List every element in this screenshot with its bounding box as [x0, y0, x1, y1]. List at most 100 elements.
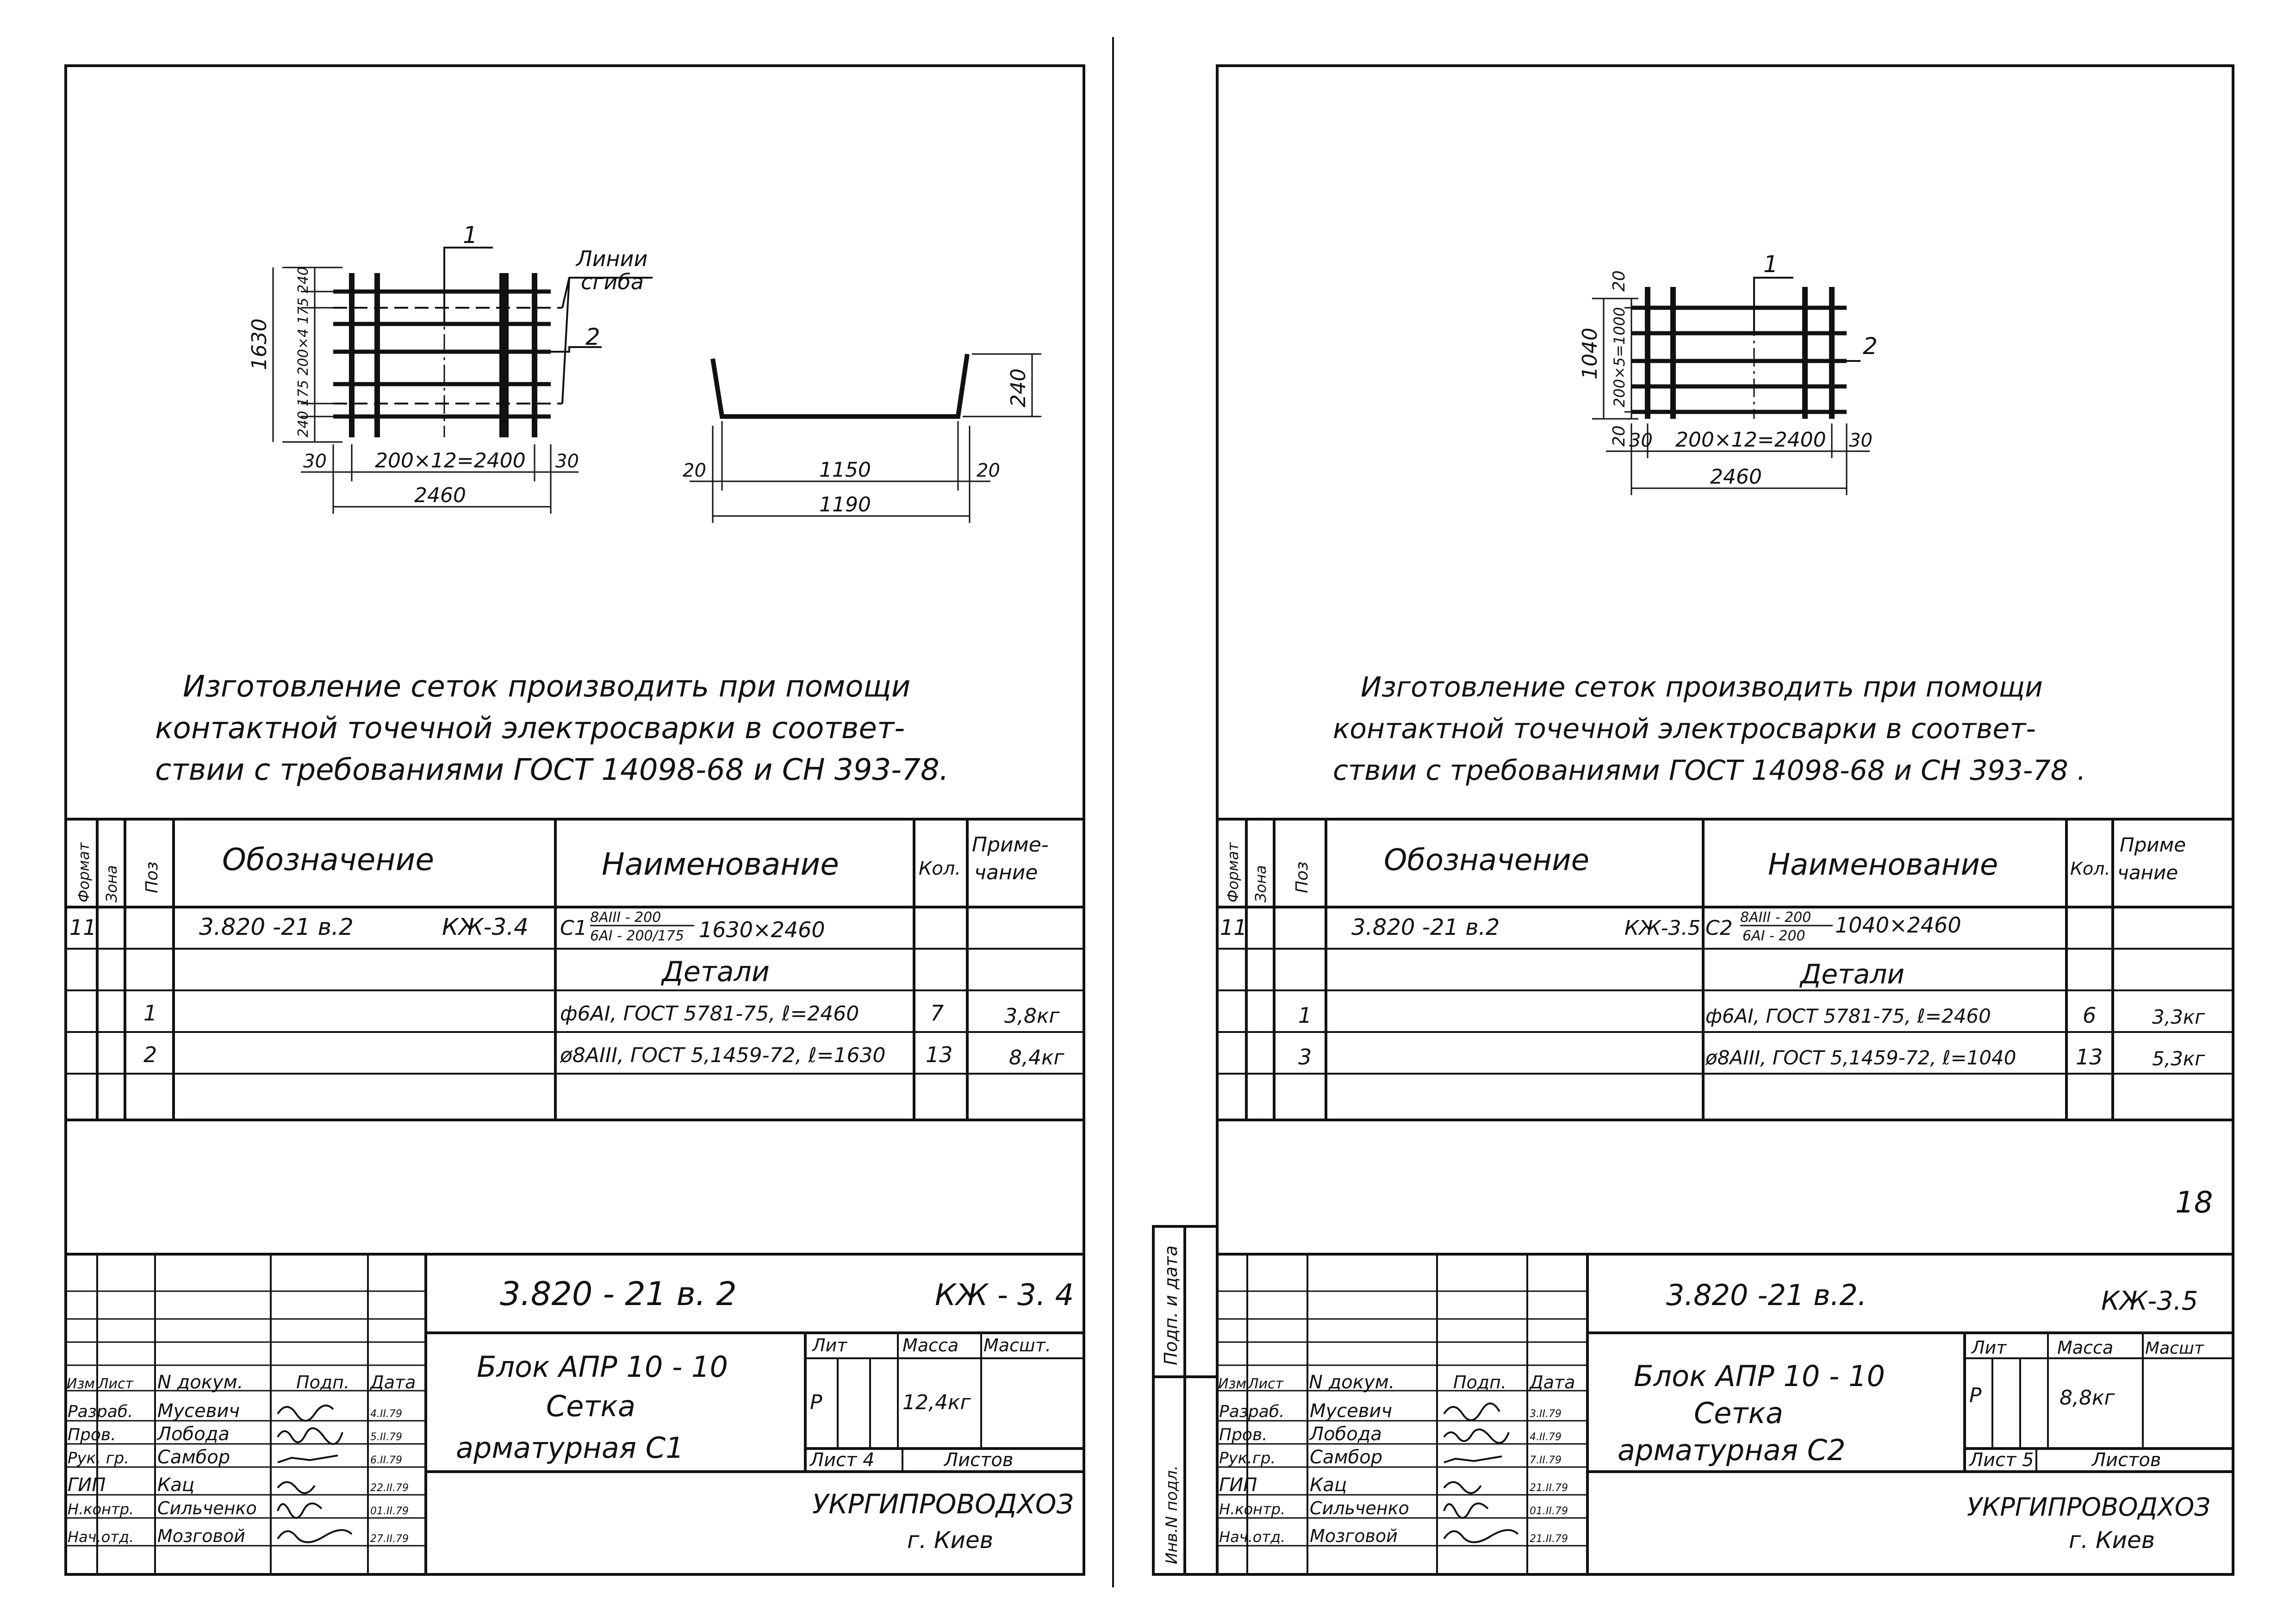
person-role: Н.контр. — [1219, 1500, 1285, 1518]
page-number: 18 — [2175, 1186, 2213, 1220]
asm-frac-bottom-right: 6АI - 200 — [1742, 928, 1805, 944]
title-line3-left: арматурная С1 — [456, 1431, 684, 1465]
title-block-left — [66, 1253, 1084, 1574]
doc-code-right: 3.820 -21 в.2. — [1666, 1278, 1867, 1312]
person-date: 21.II.79 — [1530, 1482, 1568, 1494]
dim-right-edge-right: 30 — [1849, 430, 1873, 451]
person-name: Мусевич — [157, 1400, 240, 1422]
sheet-code-left: КЖ - 3. 4 — [935, 1278, 1074, 1312]
person-name: Кац — [1310, 1474, 1347, 1496]
side-right-dim: 20 — [977, 460, 1000, 481]
title-block-right — [1217, 1253, 2233, 1574]
person-role: ГИП — [1219, 1474, 1257, 1496]
person-date: 6.II.79 — [370, 1455, 402, 1466]
person-name: Сильченко — [1310, 1498, 1409, 1518]
title-line1-right: Блок АПР 10 - 10 — [1634, 1359, 1885, 1393]
col-lit-left: Лит — [811, 1335, 848, 1356]
person-name: Кац — [157, 1474, 194, 1496]
person-name: Мозговой — [157, 1526, 245, 1546]
side-left-dim: 20 — [683, 460, 706, 481]
asm-mark-right: С2 — [1705, 916, 1733, 940]
dim-total-width-left: 2460 — [414, 484, 466, 507]
hdr-izm-right: Изм — [1218, 1376, 1246, 1392]
row2-qty-right: 13 — [2076, 1045, 2103, 1070]
org-name-right: УКРГИПРОВОДХОЗ — [1967, 1492, 2210, 1522]
sheet-left-svg: 1 Линии сгиба 2 1630 240 175 200×4 175 2… — [64, 64, 1085, 1576]
note-line-2-left: контактной точечной электросварки в соот… — [155, 711, 905, 746]
hdr-note2-right: чание — [2117, 861, 2178, 884]
dim-right-edge-left: 30 — [555, 451, 579, 472]
hdr-izm-left: Изм — [67, 1376, 95, 1392]
section-details-left: Детали — [660, 956, 770, 988]
people-left: Разраб. Мусевич 4.II.79 Пров. Лобода 5.I… — [68, 1400, 409, 1546]
mesh-side-view-left — [690, 353, 1041, 523]
mass-value-left: 12,4кг — [902, 1391, 971, 1414]
row2-pos-left: 2 — [143, 1042, 157, 1067]
asm-frac-top-right: 8АIII - 200 — [1740, 909, 1811, 926]
side-label-inventory: Инв.N подл. — [1163, 1465, 1181, 1564]
hdr-qty-left: Кол. — [919, 858, 961, 879]
col-mass-right: Масса — [2057, 1337, 2113, 1358]
dim-horizontal-chain-left: 200×12=2400 — [375, 449, 526, 473]
sheet-code-right: КЖ-3.5 — [2101, 1286, 2198, 1316]
dim-left-edge-left: 30 — [303, 451, 327, 472]
asm-designation-right: 3.820 -21 в.2 — [1351, 914, 1500, 940]
callout-1-left: 1 — [463, 222, 478, 249]
sheet-label-right: Лист 5 — [1968, 1449, 2034, 1471]
dim-top-right: 20 — [1610, 270, 1629, 292]
section-details-right: Детали — [1799, 958, 1904, 990]
hdr-pos-left: Поз — [143, 862, 162, 893]
row2-name-left: ø8АIII, ГОСТ 5,1459-72, ℓ=1630 — [560, 1044, 885, 1067]
spec-table-right — [1217, 818, 2233, 1121]
row2-mass-left: 8,4кг — [1009, 1046, 1065, 1070]
drawing-sheet-left: 1 Линии сгиба 2 1630 240 175 200×4 175 2… — [0, 0, 1111, 1623]
hdr-zone-left: Зона — [103, 865, 120, 902]
person-role: Рук.гр. — [1219, 1449, 1276, 1468]
asm-format-right: 11 — [1220, 915, 1247, 940]
dim-total-height-right: 1040 — [1578, 328, 1602, 379]
asm-code-left: КЖ-3.4 — [442, 914, 529, 940]
hdr-sign-right: Подп. — [1453, 1372, 1506, 1393]
person-name: Лобода — [1309, 1424, 1382, 1445]
drawing-sheet-right: Подп. и дата Инв.N подл. — [1112, 0, 2296, 1623]
row2-mass-right: 5,3кг — [2152, 1047, 2205, 1070]
signatures-right — [1443, 1402, 1519, 1543]
person-role: Пров. — [68, 1425, 116, 1444]
col-scale-right: Масшт — [2145, 1339, 2204, 1358]
hdr-format-right: Формат — [1224, 842, 1242, 902]
mass-value-right: 8,8кг — [2060, 1386, 2116, 1410]
person-name: Мозговой — [1310, 1526, 1398, 1546]
dim-left-edge-right: 30 — [1629, 430, 1653, 451]
person-date: 4.II.79 — [370, 1408, 402, 1420]
dim-bottom-right: 20 — [1610, 425, 1629, 447]
dim-total-width-right: 2460 — [1710, 465, 1762, 489]
person-role: ГИП — [68, 1474, 106, 1496]
row2-pos-right: 3 — [1298, 1045, 1312, 1070]
person-date: 01.II.79 — [370, 1505, 409, 1517]
asm-code-right: КЖ-3.5 — [1624, 916, 1700, 940]
bend-label-line1-left: Линии — [575, 246, 647, 271]
mesh-plan-right — [1592, 277, 1870, 495]
hdr-ndoc-left: N докум. — [157, 1372, 243, 1393]
person-role: Разраб. — [68, 1402, 133, 1421]
org-name-left: УКРГИПРОВОДХОЗ — [812, 1488, 1074, 1520]
asm-size-left: 1630×2460 — [699, 917, 825, 942]
signatures-left — [277, 1405, 353, 1543]
dim-horizontal-chain-right: 200×12=2400 — [1675, 428, 1826, 452]
hdr-ndoc-right: N докум. — [1309, 1372, 1395, 1393]
callout-2-left: 2 — [585, 323, 600, 350]
note-line-1-left: Изготовление сеток производить при помощ… — [183, 670, 910, 704]
row1-pos-right: 1 — [1298, 1003, 1312, 1028]
person-role: Пров. — [1219, 1425, 1268, 1444]
side-inner-dim: 1150 — [819, 458, 871, 482]
person-date: 3.II.79 — [1530, 1408, 1562, 1420]
note-line-3-right: ствии с требованиями ГОСТ 14098-68 и СН … — [1333, 754, 2086, 787]
sheets-label-right: Листов — [2091, 1449, 2161, 1471]
hdr-note2-left: чание — [974, 861, 1038, 884]
hdr-zone-right: Зона — [1252, 865, 1269, 902]
dim-total-height-left: 1630 — [248, 318, 271, 370]
doc-code-left: 3.820 - 21 в. 2 — [500, 1275, 737, 1313]
person-name: Сильченко — [157, 1498, 257, 1518]
sheets-label-left: Листов — [943, 1449, 1013, 1471]
lit-value-right: Р — [1969, 1384, 1982, 1407]
